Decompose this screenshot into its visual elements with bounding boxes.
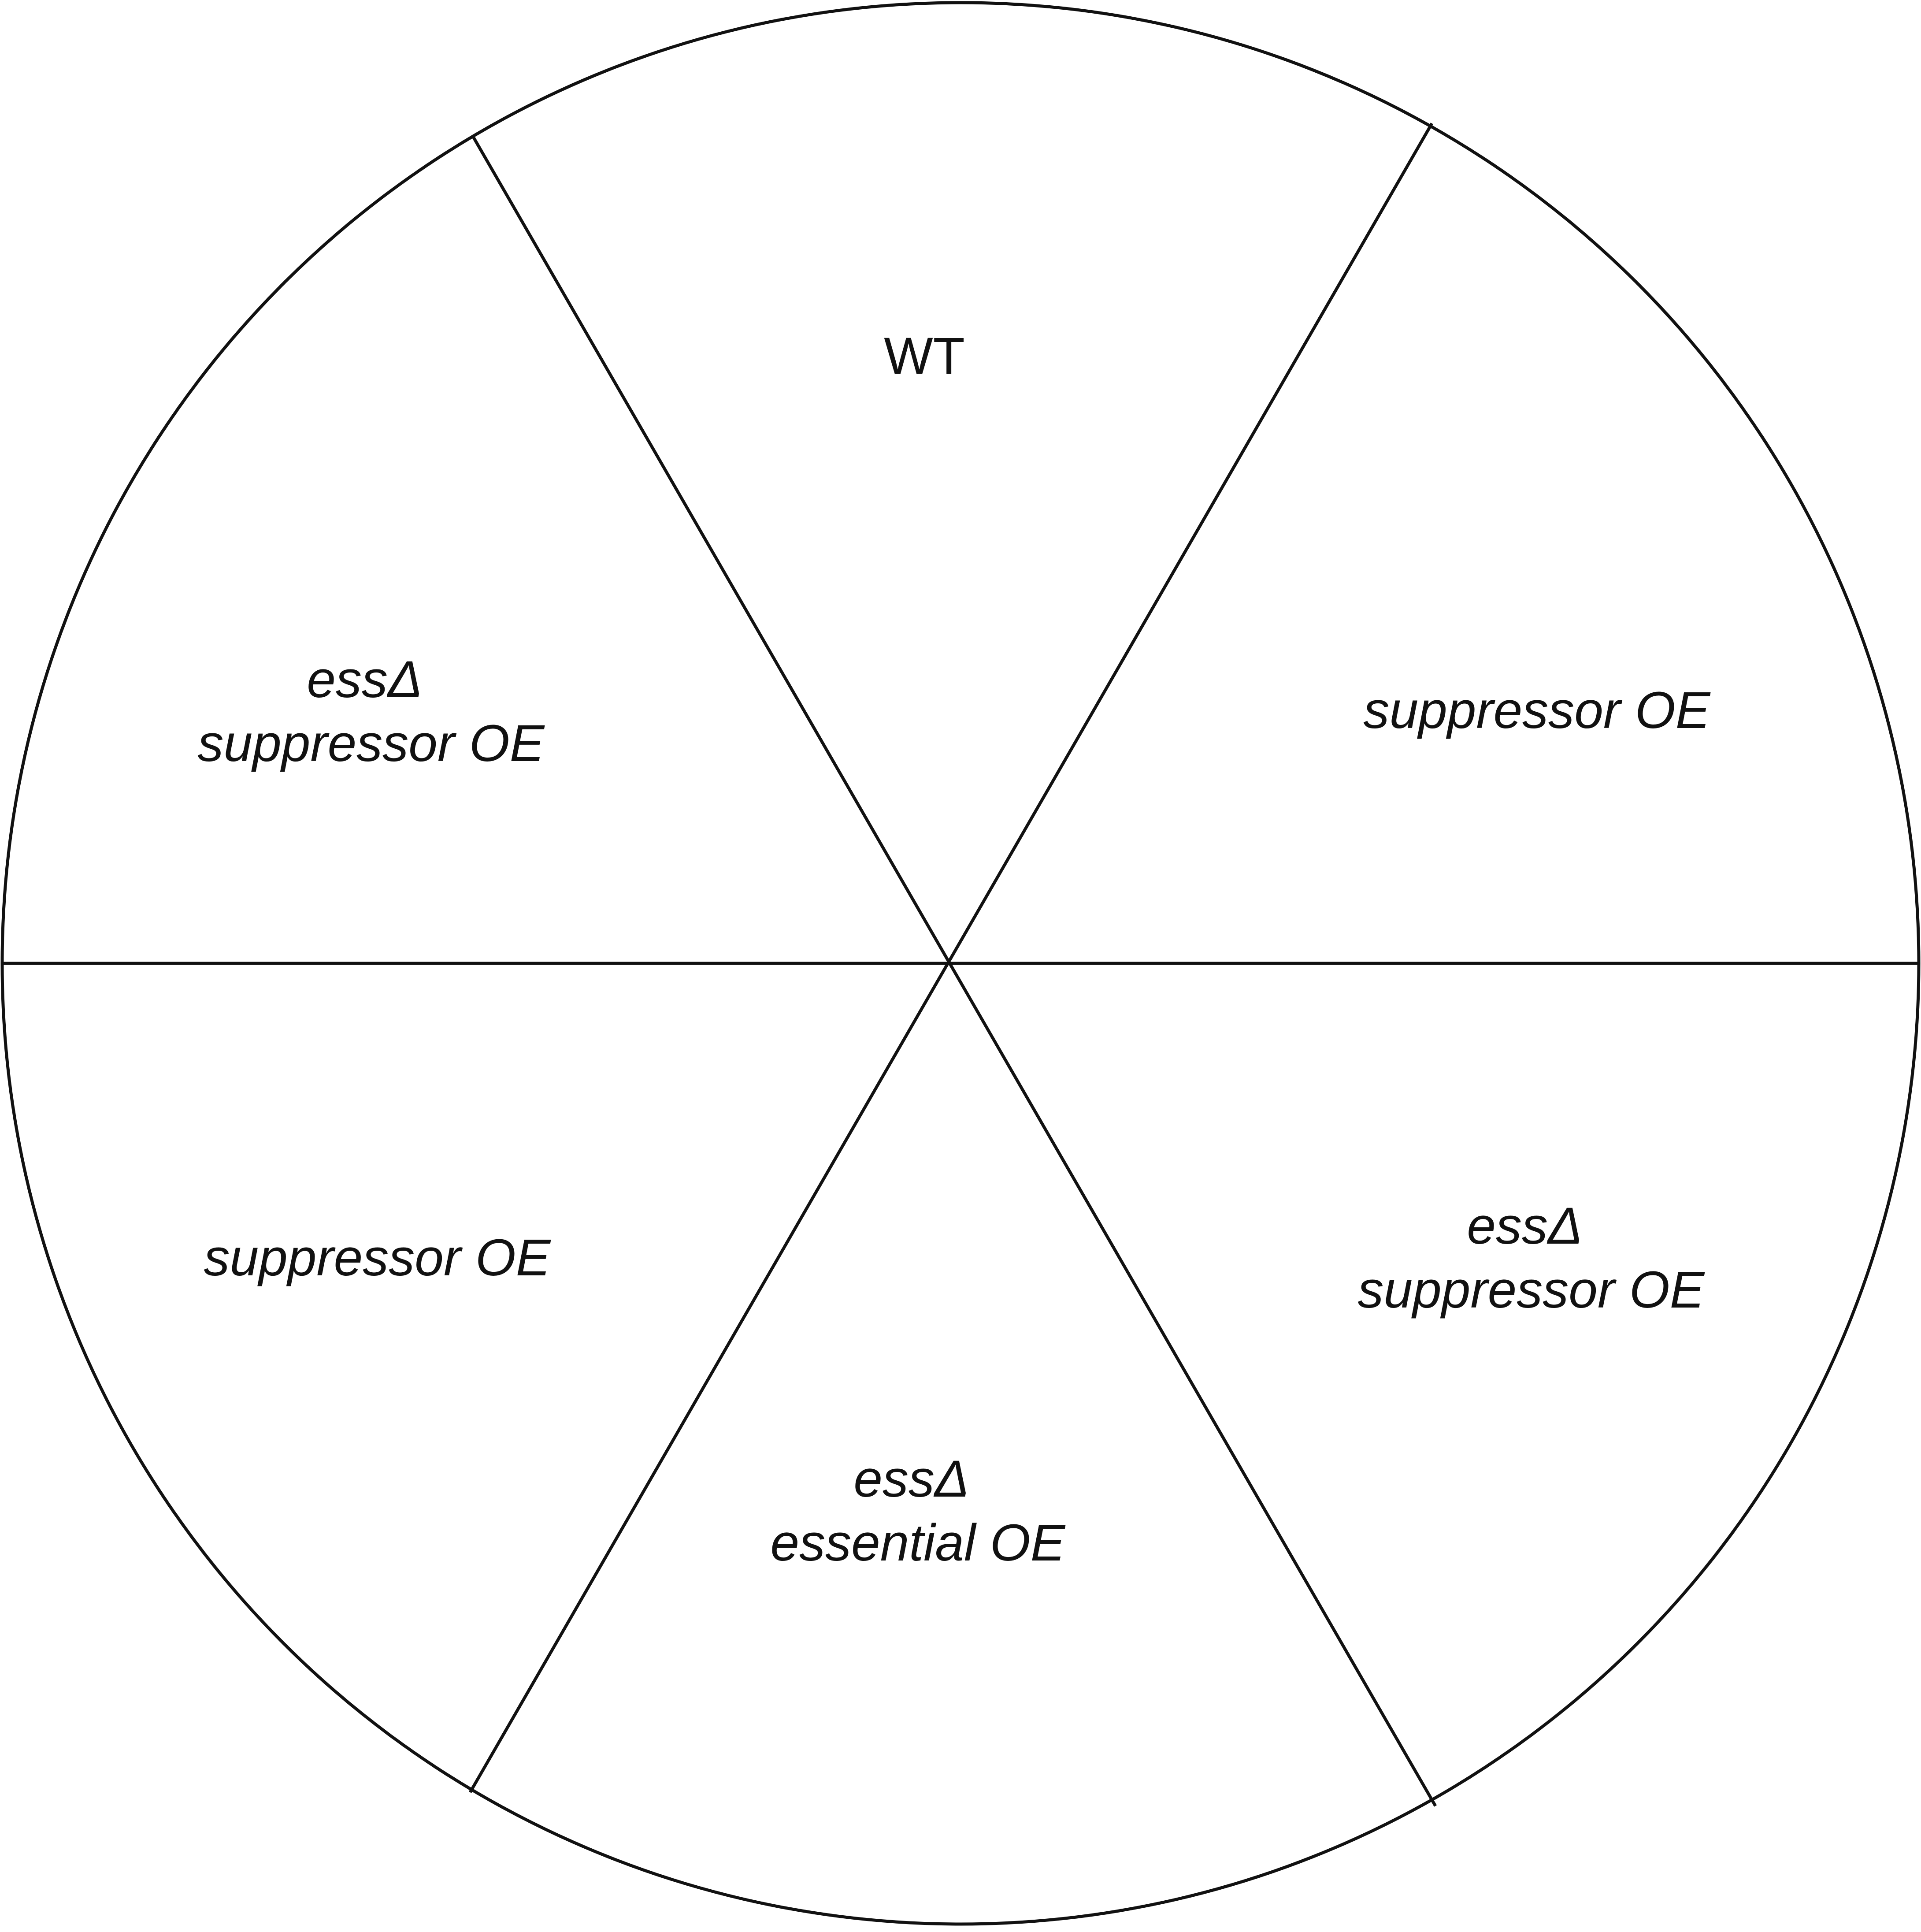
sector-label-bottom: essΔ essential OE — [771, 1450, 1066, 1572]
sector-label-lower-left-line-1: suppressor OE — [204, 1229, 551, 1287]
divider-diagonal-a — [471, 134, 1437, 1807]
sector-label-upper-right: suppressor OE — [1364, 681, 1711, 739]
sector-label-lower-right-line-2: suppressor OE — [1358, 1261, 1705, 1319]
sector-label-lower-right-line-1: essΔ — [1467, 1197, 1580, 1255]
sector-label-upper-left-line-2: suppressor OE — [198, 714, 545, 773]
sector-label-bottom-line-1: essΔ — [853, 1450, 967, 1508]
sector-label-upper-left-line-1: essΔ — [307, 650, 420, 709]
sector-labels: WT suppressor OE essΔ suppressor OE essΔ… — [198, 327, 1711, 1572]
sector-label-bottom-line-2: essential OE — [771, 1514, 1066, 1572]
sector-label-lower-right: essΔ suppressor OE — [1358, 1197, 1705, 1319]
sector-label-upper-right-line-1: suppressor OE — [1364, 681, 1711, 739]
sector-label-top: WT — [884, 327, 964, 385]
sector-label-upper-left: essΔ suppressor OE — [198, 650, 545, 773]
sector-label-lower-left: suppressor OE — [204, 1229, 551, 1287]
sector-dividers — [4, 123, 1919, 1807]
divider-diagonal-b — [468, 123, 1434, 1793]
sector-label-top-line-1: WT — [884, 327, 964, 385]
